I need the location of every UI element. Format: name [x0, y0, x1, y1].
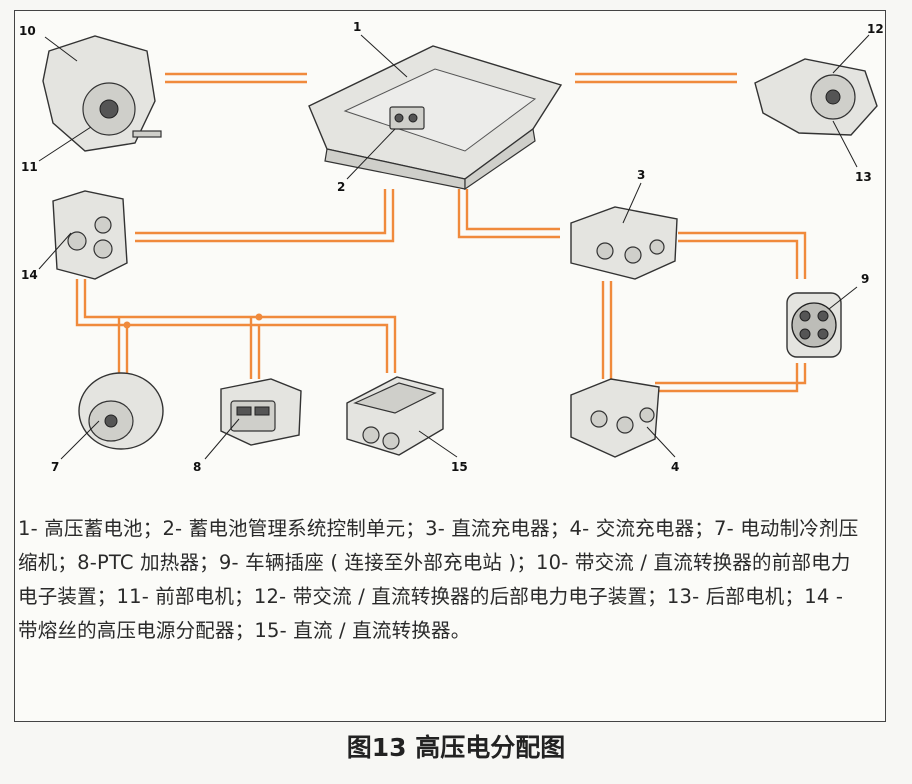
- wire-battery-3-b: [465, 189, 560, 231]
- dc-charger: [570, 206, 678, 280]
- label-8: 8: [193, 460, 201, 474]
- label-13: 13: [855, 170, 872, 184]
- label-11: 11: [21, 160, 38, 174]
- wire-battery-14-a: [135, 189, 387, 235]
- figure-frame: 1 2 3 4 7 8 9 10 11 12 13 14 15: [14, 10, 886, 722]
- label-14: 14: [21, 268, 38, 282]
- legend-text: 1- 高压蓄电池；2- 蓄电池管理系统控制单元；3- 直流充电器；4- 交流充电…: [18, 517, 859, 642]
- label-10: 10: [19, 24, 36, 38]
- label-4: 4: [671, 460, 679, 474]
- front-power-electronics-and-motor: [42, 35, 162, 152]
- rear-power-electronics-and-motor: [754, 58, 878, 136]
- wire-9-4-b: [655, 363, 799, 393]
- hv-distribution-diagram: 1 2 3 4 7 8 9 10 11 12 13 14 15: [19, 20, 884, 474]
- hv-battery: [308, 45, 563, 191]
- label-12: 12: [867, 22, 884, 36]
- wire-battery-14-b: [135, 189, 395, 243]
- ac-charger: [570, 378, 660, 458]
- hv-fuse-distributor: [52, 190, 128, 280]
- wiring: [75, 72, 807, 393]
- junction-8: [255, 313, 263, 321]
- vehicle-socket: [786, 292, 842, 358]
- dc-dc-converter: [346, 376, 444, 456]
- wire-14-bus-a: [75, 279, 389, 373]
- wire-battery-3-a: [457, 189, 560, 239]
- label-9: 9: [861, 272, 869, 286]
- wire-3-9-a: [678, 231, 807, 279]
- label-7: 7: [51, 460, 59, 474]
- figure-caption: 图13 高压电分配图: [346, 733, 566, 762]
- label-1: 1: [353, 20, 361, 34]
- wire-3-9-b: [678, 239, 799, 279]
- ptc-heater: [220, 378, 302, 446]
- battery-management-unit: [389, 106, 425, 130]
- ac-compressor: [78, 372, 164, 450]
- junction-7: [123, 321, 131, 329]
- number-labels: 1 2 3 4 7 8 9 10 11 12 13 14 15: [19, 20, 884, 474]
- label-3: 3: [637, 168, 645, 182]
- label-2: 2: [337, 180, 345, 194]
- leader-lines: [38, 34, 870, 460]
- wire-9-4-a: [655, 363, 807, 385]
- label-15: 15: [451, 460, 468, 474]
- wire-14-bus-b: [83, 279, 397, 373]
